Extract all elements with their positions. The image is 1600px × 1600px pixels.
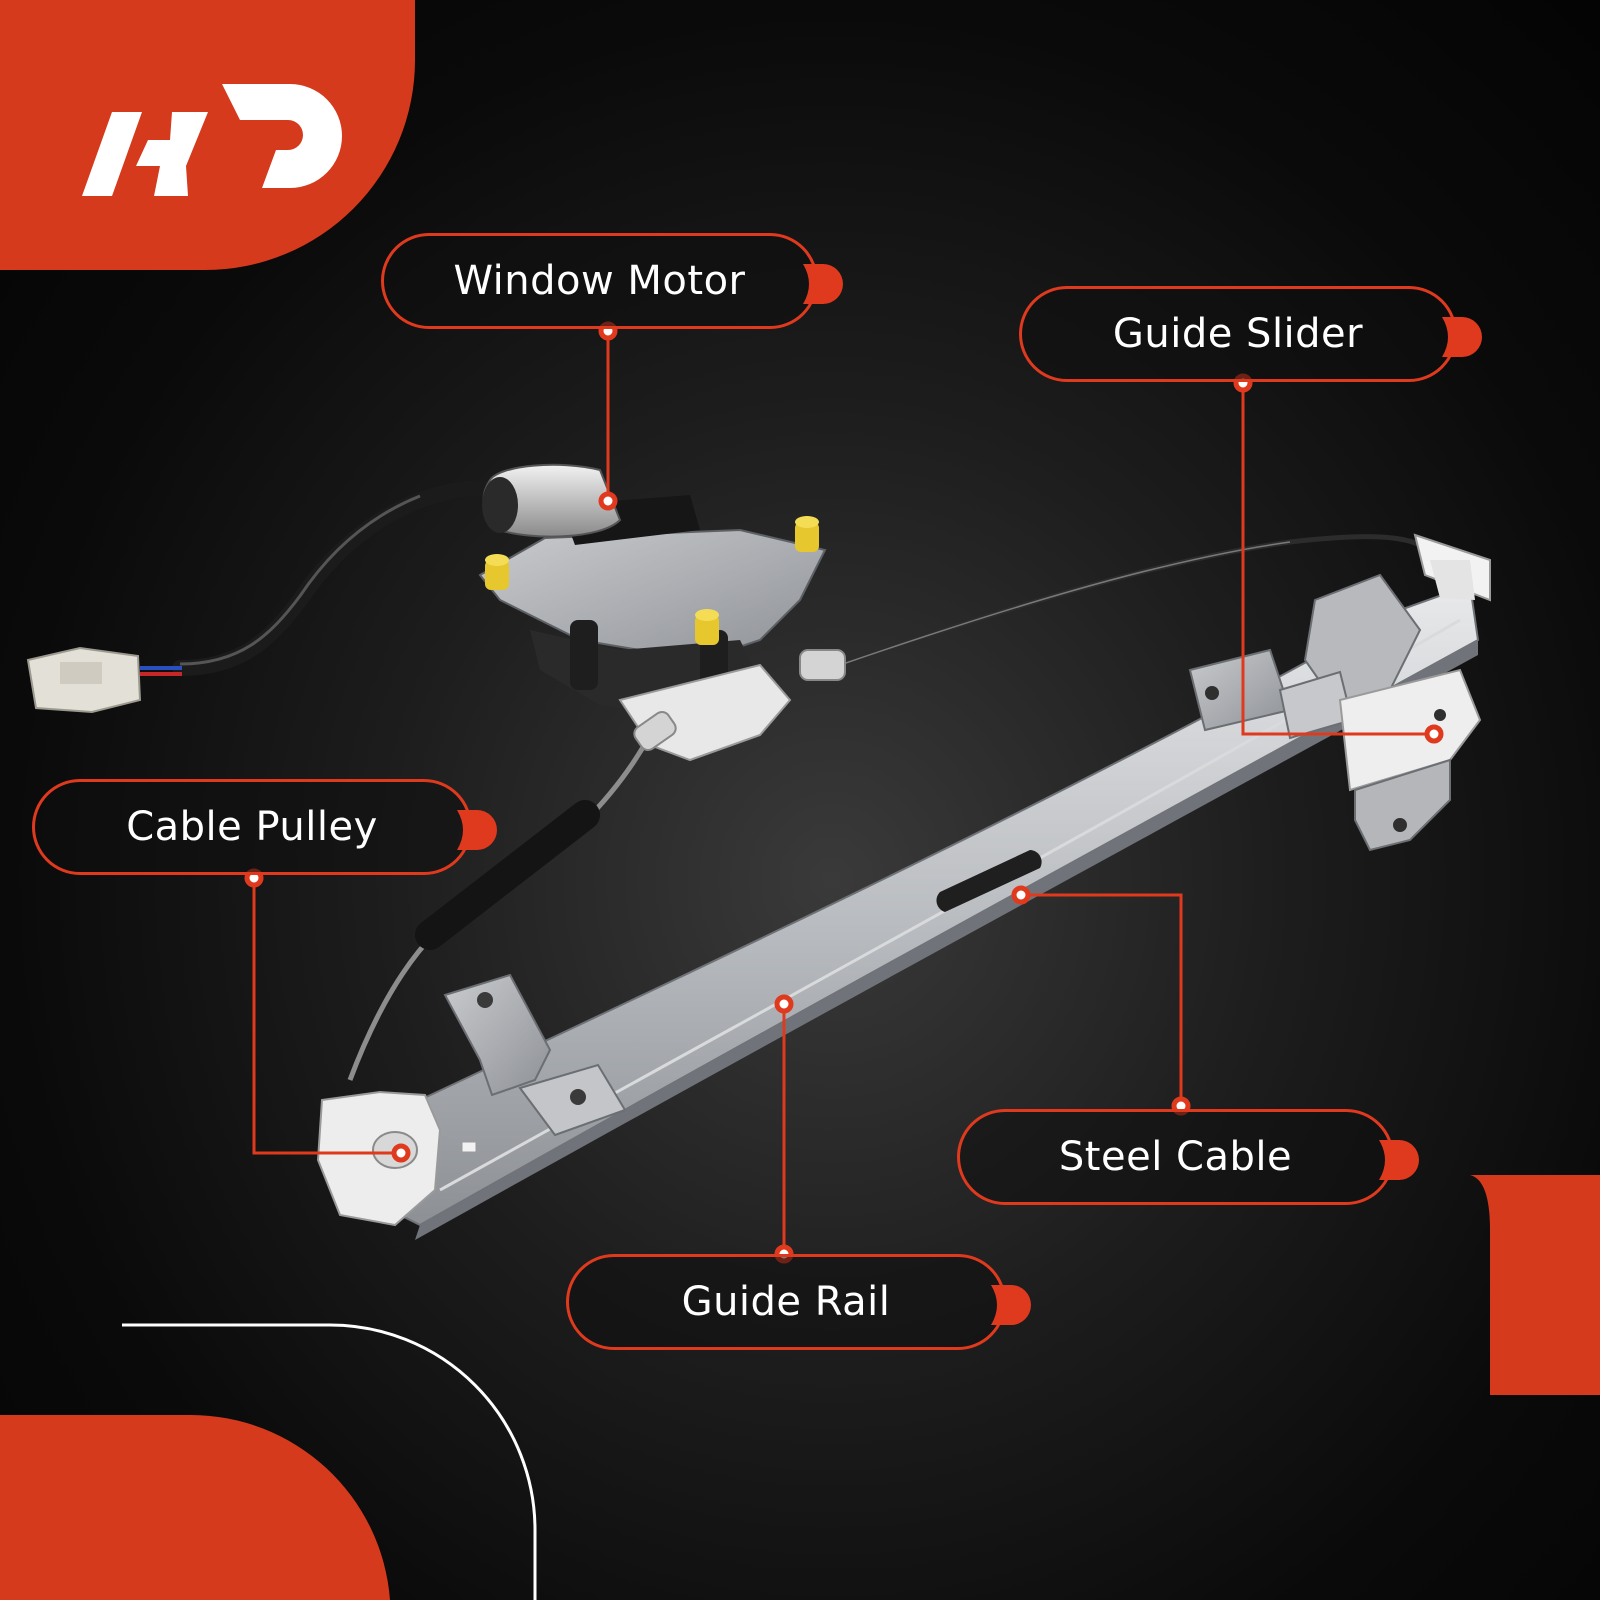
- bottom-left-corner-shape: [0, 1414, 390, 1600]
- callout-label: Guide Slider: [1112, 311, 1364, 357]
- callout-tab-icon: [991, 1285, 1031, 1325]
- callout-cable-pulley: Cable Pulley: [32, 779, 497, 875]
- cable-pulley-point: [391, 1143, 411, 1163]
- callout-label: Steel Cable: [1058, 1134, 1293, 1180]
- callout-tab-icon: [1442, 317, 1482, 357]
- callout-tab-icon: [803, 264, 843, 304]
- top-left-corner-shape: [0, 0, 415, 270]
- wire-connector: [26, 646, 142, 714]
- callout-window-motor: Window Motor: [381, 233, 843, 329]
- brand-logo-icon: [82, 84, 342, 196]
- window-motor-assembly: [478, 463, 846, 762]
- guide-slider-point: [1424, 724, 1444, 744]
- steel-cable-point: [1011, 885, 1031, 905]
- callout-label: Window Motor: [453, 258, 746, 304]
- callout-tab-icon: [457, 810, 497, 850]
- cable-sleeve: [415, 800, 600, 950]
- wiring-harness: [172, 480, 508, 676]
- bottom-left-outline-arc: [122, 1323, 537, 1600]
- right-edge-shape: [1470, 1175, 1600, 1395]
- callout-tab-icon: [1379, 1140, 1419, 1180]
- callout-steel-cable: Steel Cable: [957, 1109, 1419, 1205]
- guide-rail-slot: [936, 850, 1042, 912]
- guide-rail-body: [328, 583, 1480, 1227]
- lower-mount-bracket: [443, 973, 627, 1137]
- callout-label: Cable Pulley: [126, 804, 378, 850]
- callout-label: Guide Rail: [681, 1279, 891, 1325]
- upper-slider-assembly: [1188, 533, 1491, 852]
- callout-guide-rail: Guide Rail: [566, 1254, 1031, 1350]
- callout-guide-slider: Guide Slider: [1019, 286, 1482, 382]
- window-motor-point: [598, 491, 618, 511]
- guide-rail-point: [774, 994, 794, 1014]
